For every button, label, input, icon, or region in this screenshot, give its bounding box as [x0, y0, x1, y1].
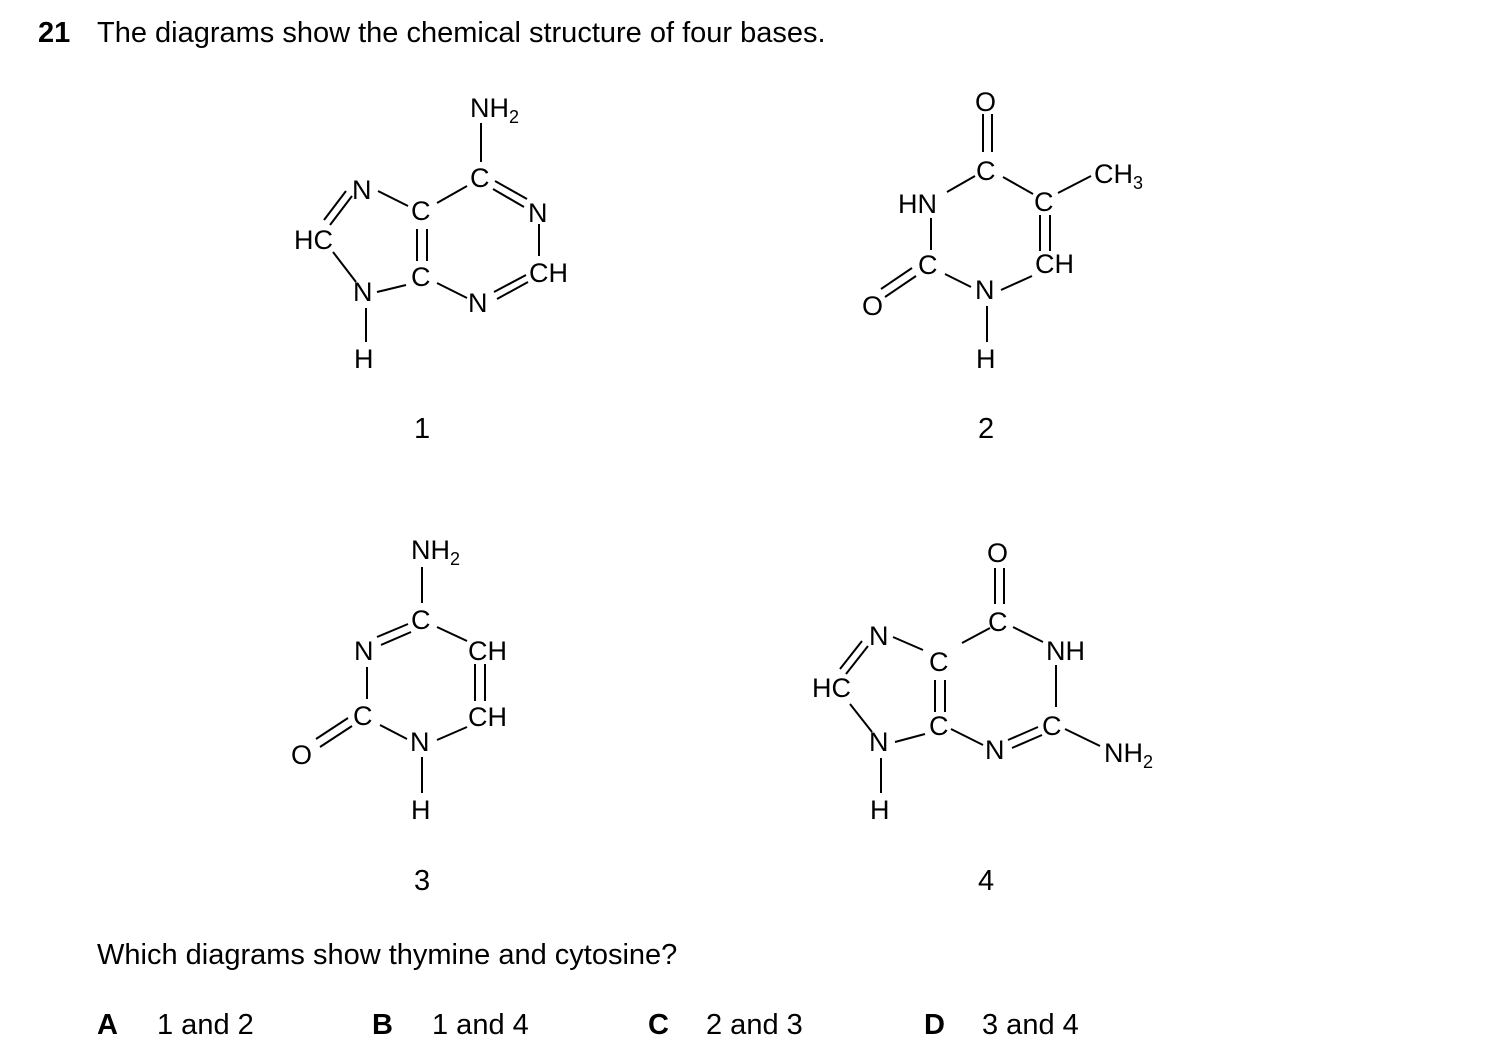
atom-h: H: [411, 795, 431, 825]
atom-n: N: [353, 277, 373, 307]
option-b-text[interactable]: 1 and 4: [432, 1009, 529, 1041]
atom-hn: HN: [898, 189, 937, 219]
atom-n: N: [869, 621, 889, 651]
atom-ch: CH: [1035, 249, 1074, 279]
atom-c: C: [353, 701, 373, 731]
atom-n: N: [528, 198, 548, 228]
atom-c: C: [411, 196, 431, 226]
ch3-label: CH3: [1094, 159, 1143, 193]
atom-c: C: [411, 262, 431, 292]
structure-1: NH2 C N CH N C C N HC N H 1: [294, 93, 568, 445]
question-number: 21: [38, 17, 71, 49]
option-c-letter[interactable]: C: [648, 1009, 669, 1041]
atom-c: C: [976, 156, 996, 186]
atom-c: C: [1042, 711, 1062, 741]
diagram-number: 4: [978, 865, 994, 897]
atom-n: N: [985, 735, 1005, 765]
structure-4: O C NH C NH2 N C C N HC N H 4: [812, 538, 1153, 897]
structure-2: O C C CH3 CH N H C O HN 2: [862, 87, 1143, 445]
atom-ch: CH: [529, 258, 568, 288]
atom-c: C: [988, 607, 1008, 637]
nh2-label: NH2: [411, 535, 460, 569]
atom-ch: CH: [468, 636, 507, 666]
option-d-text[interactable]: 3 and 4: [982, 1009, 1079, 1041]
atom-o: O: [975, 87, 996, 117]
atom-c: C: [1034, 187, 1054, 217]
atom-h: H: [870, 795, 890, 825]
atom-o: O: [862, 291, 883, 321]
option-c-text[interactable]: 2 and 3: [706, 1009, 803, 1041]
option-d-letter[interactable]: D: [924, 1009, 945, 1041]
atom-n: N: [354, 636, 374, 666]
atom-nh: NH: [1046, 636, 1085, 666]
atom-c: C: [411, 605, 431, 635]
atom-c: C: [918, 250, 938, 280]
atom-n: N: [410, 727, 430, 757]
atom-hc: HC: [294, 225, 333, 255]
structure-3: NH2 C CH CH N H C O N 3: [291, 535, 507, 897]
option-a-letter[interactable]: A: [97, 1009, 118, 1041]
atom-ch: CH: [468, 702, 507, 732]
atom-c: C: [929, 647, 949, 677]
option-a-text[interactable]: 1 and 2: [157, 1009, 254, 1041]
atom-n: N: [352, 175, 372, 205]
atom-hc: HC: [812, 673, 851, 703]
atom-h: H: [354, 344, 374, 374]
atom-o: O: [291, 740, 312, 770]
atom-h: H: [976, 344, 996, 374]
nh2-label: NH2: [1104, 738, 1153, 772]
atom-c: C: [929, 711, 949, 741]
nh2-label: NH2: [470, 93, 519, 127]
question-stem: The diagrams show the chemical structure…: [97, 17, 826, 49]
atom-c: C: [470, 163, 490, 193]
atom-n: N: [468, 288, 488, 318]
diagram-number: 2: [978, 413, 994, 445]
atom-n: N: [869, 727, 889, 757]
atom-o: O: [987, 538, 1008, 568]
atom-n: N: [975, 275, 995, 305]
question-prompt: Which diagrams show thymine and cytosine…: [97, 939, 678, 971]
diagram-number: 3: [414, 865, 430, 897]
diagram-number: 1: [414, 413, 430, 445]
option-b-letter[interactable]: B: [372, 1009, 393, 1041]
